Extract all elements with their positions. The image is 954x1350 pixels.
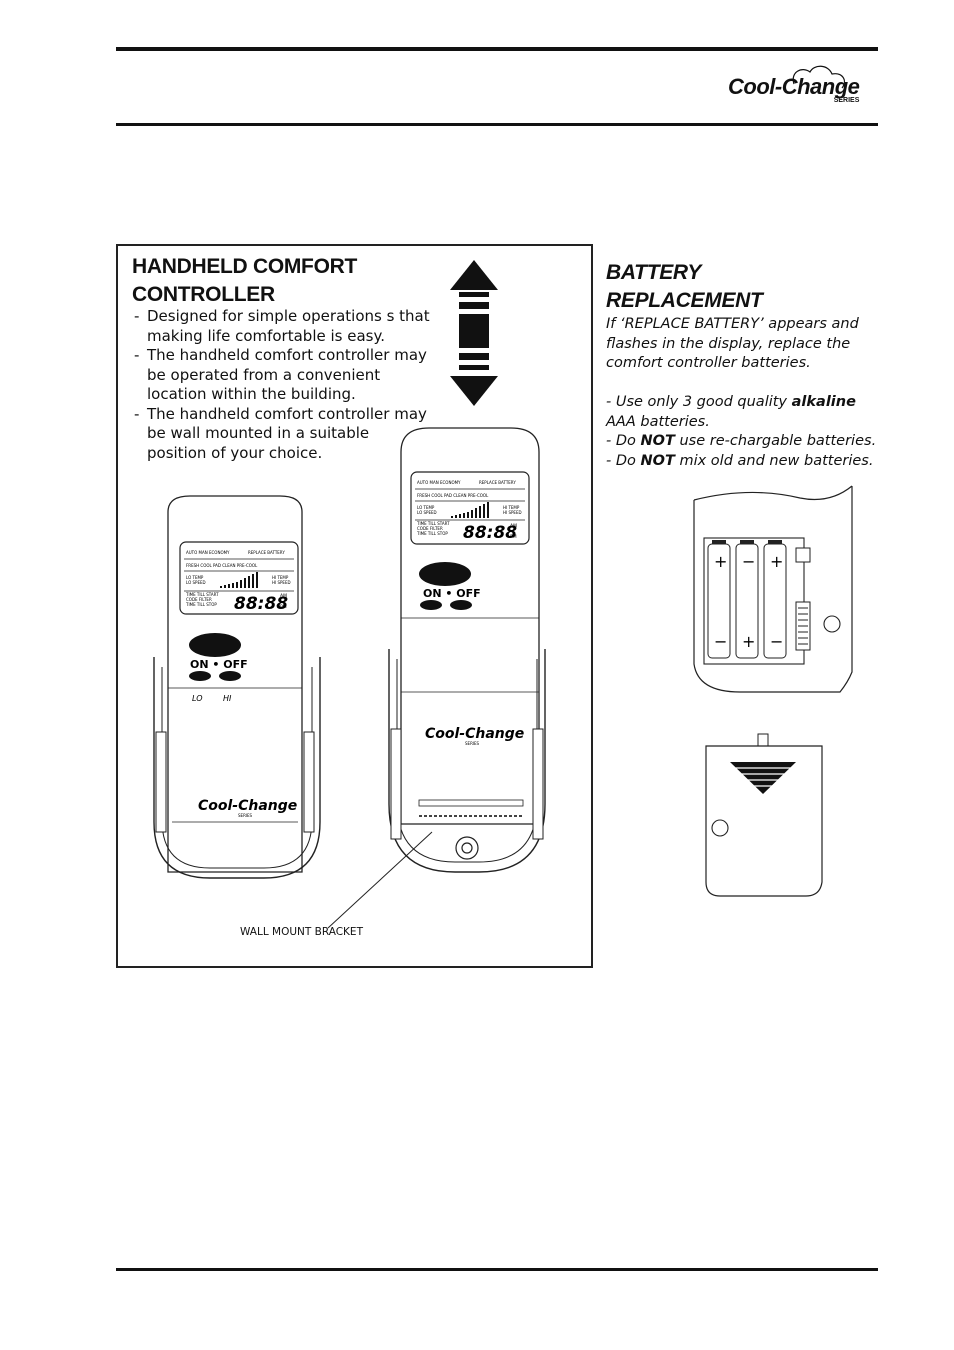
svg-text:+: + <box>714 552 727 571</box>
svg-text:FRESH COOL PAD CLEAN PRE-C: FRESH COOL PAD CLEAN PRE-COOL <box>186 563 258 568</box>
svg-text:LO: LO <box>192 694 203 703</box>
svg-text:−: − <box>714 632 727 651</box>
svg-text:REPLACE BATTERY: REPLACE BATTERY <box>479 480 516 485</box>
wall-mount-callout-line <box>327 831 433 929</box>
svg-text:LO SPEED: LO SPEED <box>186 580 206 585</box>
svg-text:AM: AM <box>280 593 287 599</box>
svg-text:HI SPEED: HI SPEED <box>503 510 522 515</box>
remote-wall-mount-illustration: AUTO MAN ECONOMY REPLACE BATTERY FRESH C… <box>388 427 546 873</box>
cloud-icon <box>792 65 845 89</box>
svg-text:SERIES: SERIES <box>465 741 480 746</box>
svg-text:HI TEMP: HI TEMP <box>272 575 289 580</box>
svg-text:TIME TILL START: TIME TILL START <box>416 521 450 526</box>
svg-text:+: + <box>770 552 783 571</box>
battery-cover-illustration <box>705 733 823 897</box>
svg-text:+: + <box>742 632 755 651</box>
svg-text:HI SPEED: HI SPEED <box>272 580 291 585</box>
handheld-title: HANDHELD COMFORT CONTROLLER <box>132 255 358 306</box>
svg-text:AUTO MAN ECONOMY: AUTO MAN ECONOMY <box>417 480 461 485</box>
handheld-bullet-list: Designed for simple operations s that ma… <box>132 307 432 463</box>
svg-text:ON • OFF: ON • OFF <box>423 587 481 600</box>
footer-rule <box>116 1268 878 1271</box>
battery-item-rechargeable: - Do NOT use re-chargable batteries. <box>606 433 877 449</box>
battery-item-alkaline: - Use only 3 good quality alkaline <box>606 394 856 410</box>
brand-logo: Cool-Change SERIES <box>728 65 860 104</box>
svg-text:HI TEMP: HI TEMP <box>503 505 520 510</box>
svg-text:−: − <box>742 552 755 571</box>
list-item: The handheld comfort controller may be o… <box>132 346 432 405</box>
svg-text:SERIES: SERIES <box>238 813 253 818</box>
svg-text:88:88: 88:88 <box>463 523 517 543</box>
svg-text:LO SPEED: LO SPEED <box>417 510 437 515</box>
svg-text:FRESH COOL PAD CLEAN PRE-C: FRESH COOL PAD CLEAN PRE-COOL <box>417 493 489 498</box>
svg-text:ON • OFF: ON • OFF <box>190 658 248 671</box>
header-bottom-rule <box>116 123 878 126</box>
svg-text:AUTO MAN ECONOMY: AUTO MAN ECONOMY <box>186 550 230 555</box>
slide-direction-arrow-icon <box>450 260 498 406</box>
svg-text:PM: PM <box>510 534 517 540</box>
svg-text:CODE FILTER: CODE FILTER <box>186 597 212 602</box>
battery-instructions: If ‘REPLACE BATTERY’ appears and flashes… <box>606 315 896 471</box>
list-item: The handheld comfort controller may be w… <box>132 405 432 464</box>
svg-text:REPLACE BATTERY: REPLACE BATTERY <box>248 550 285 555</box>
svg-text:TIME TILL START: TIME TILL START <box>185 592 219 597</box>
svg-text:TIME TILL STOP: TIME TILL STOP <box>416 531 448 536</box>
battery-title: BATTERY REPLACEMENT <box>606 261 763 312</box>
svg-text:PM: PM <box>280 604 287 610</box>
battery-item-mix: - Do NOT mix old and new batteries. <box>606 452 874 469</box>
header-top-rule <box>116 47 878 51</box>
handheld-section-box <box>116 244 593 968</box>
svg-text:TIME TILL STOP: TIME TILL STOP <box>185 602 217 607</box>
remote-in-bracket-illustration: AUTO MAN ECONOMY REPLACE BATTERY FRESH C… <box>153 495 321 879</box>
svg-text:CODE FILTER: CODE FILTER <box>417 526 443 531</box>
svg-text:HI: HI <box>223 694 232 703</box>
battery-intro: If ‘REPLACE BATTERY’ appears and flashes… <box>606 316 859 371</box>
svg-text:88:88: 88:88 <box>234 594 288 614</box>
svg-text:LO TEMP: LO TEMP <box>417 505 435 510</box>
svg-text:AM: AM <box>510 523 517 529</box>
svg-text:Cool-Change: Cool-Change <box>425 726 524 742</box>
svg-text:LO TEMP: LO TEMP <box>186 575 204 580</box>
list-item: Designed for simple operations s that ma… <box>132 307 432 346</box>
wall-mount-caption: WALL MOUNT BRACKET <box>240 926 363 938</box>
svg-text:−: − <box>770 632 783 651</box>
svg-text:Cool-Change: Cool-Change <box>198 798 297 814</box>
battery-compartment-illustration: + − + − + − <box>693 485 853 693</box>
